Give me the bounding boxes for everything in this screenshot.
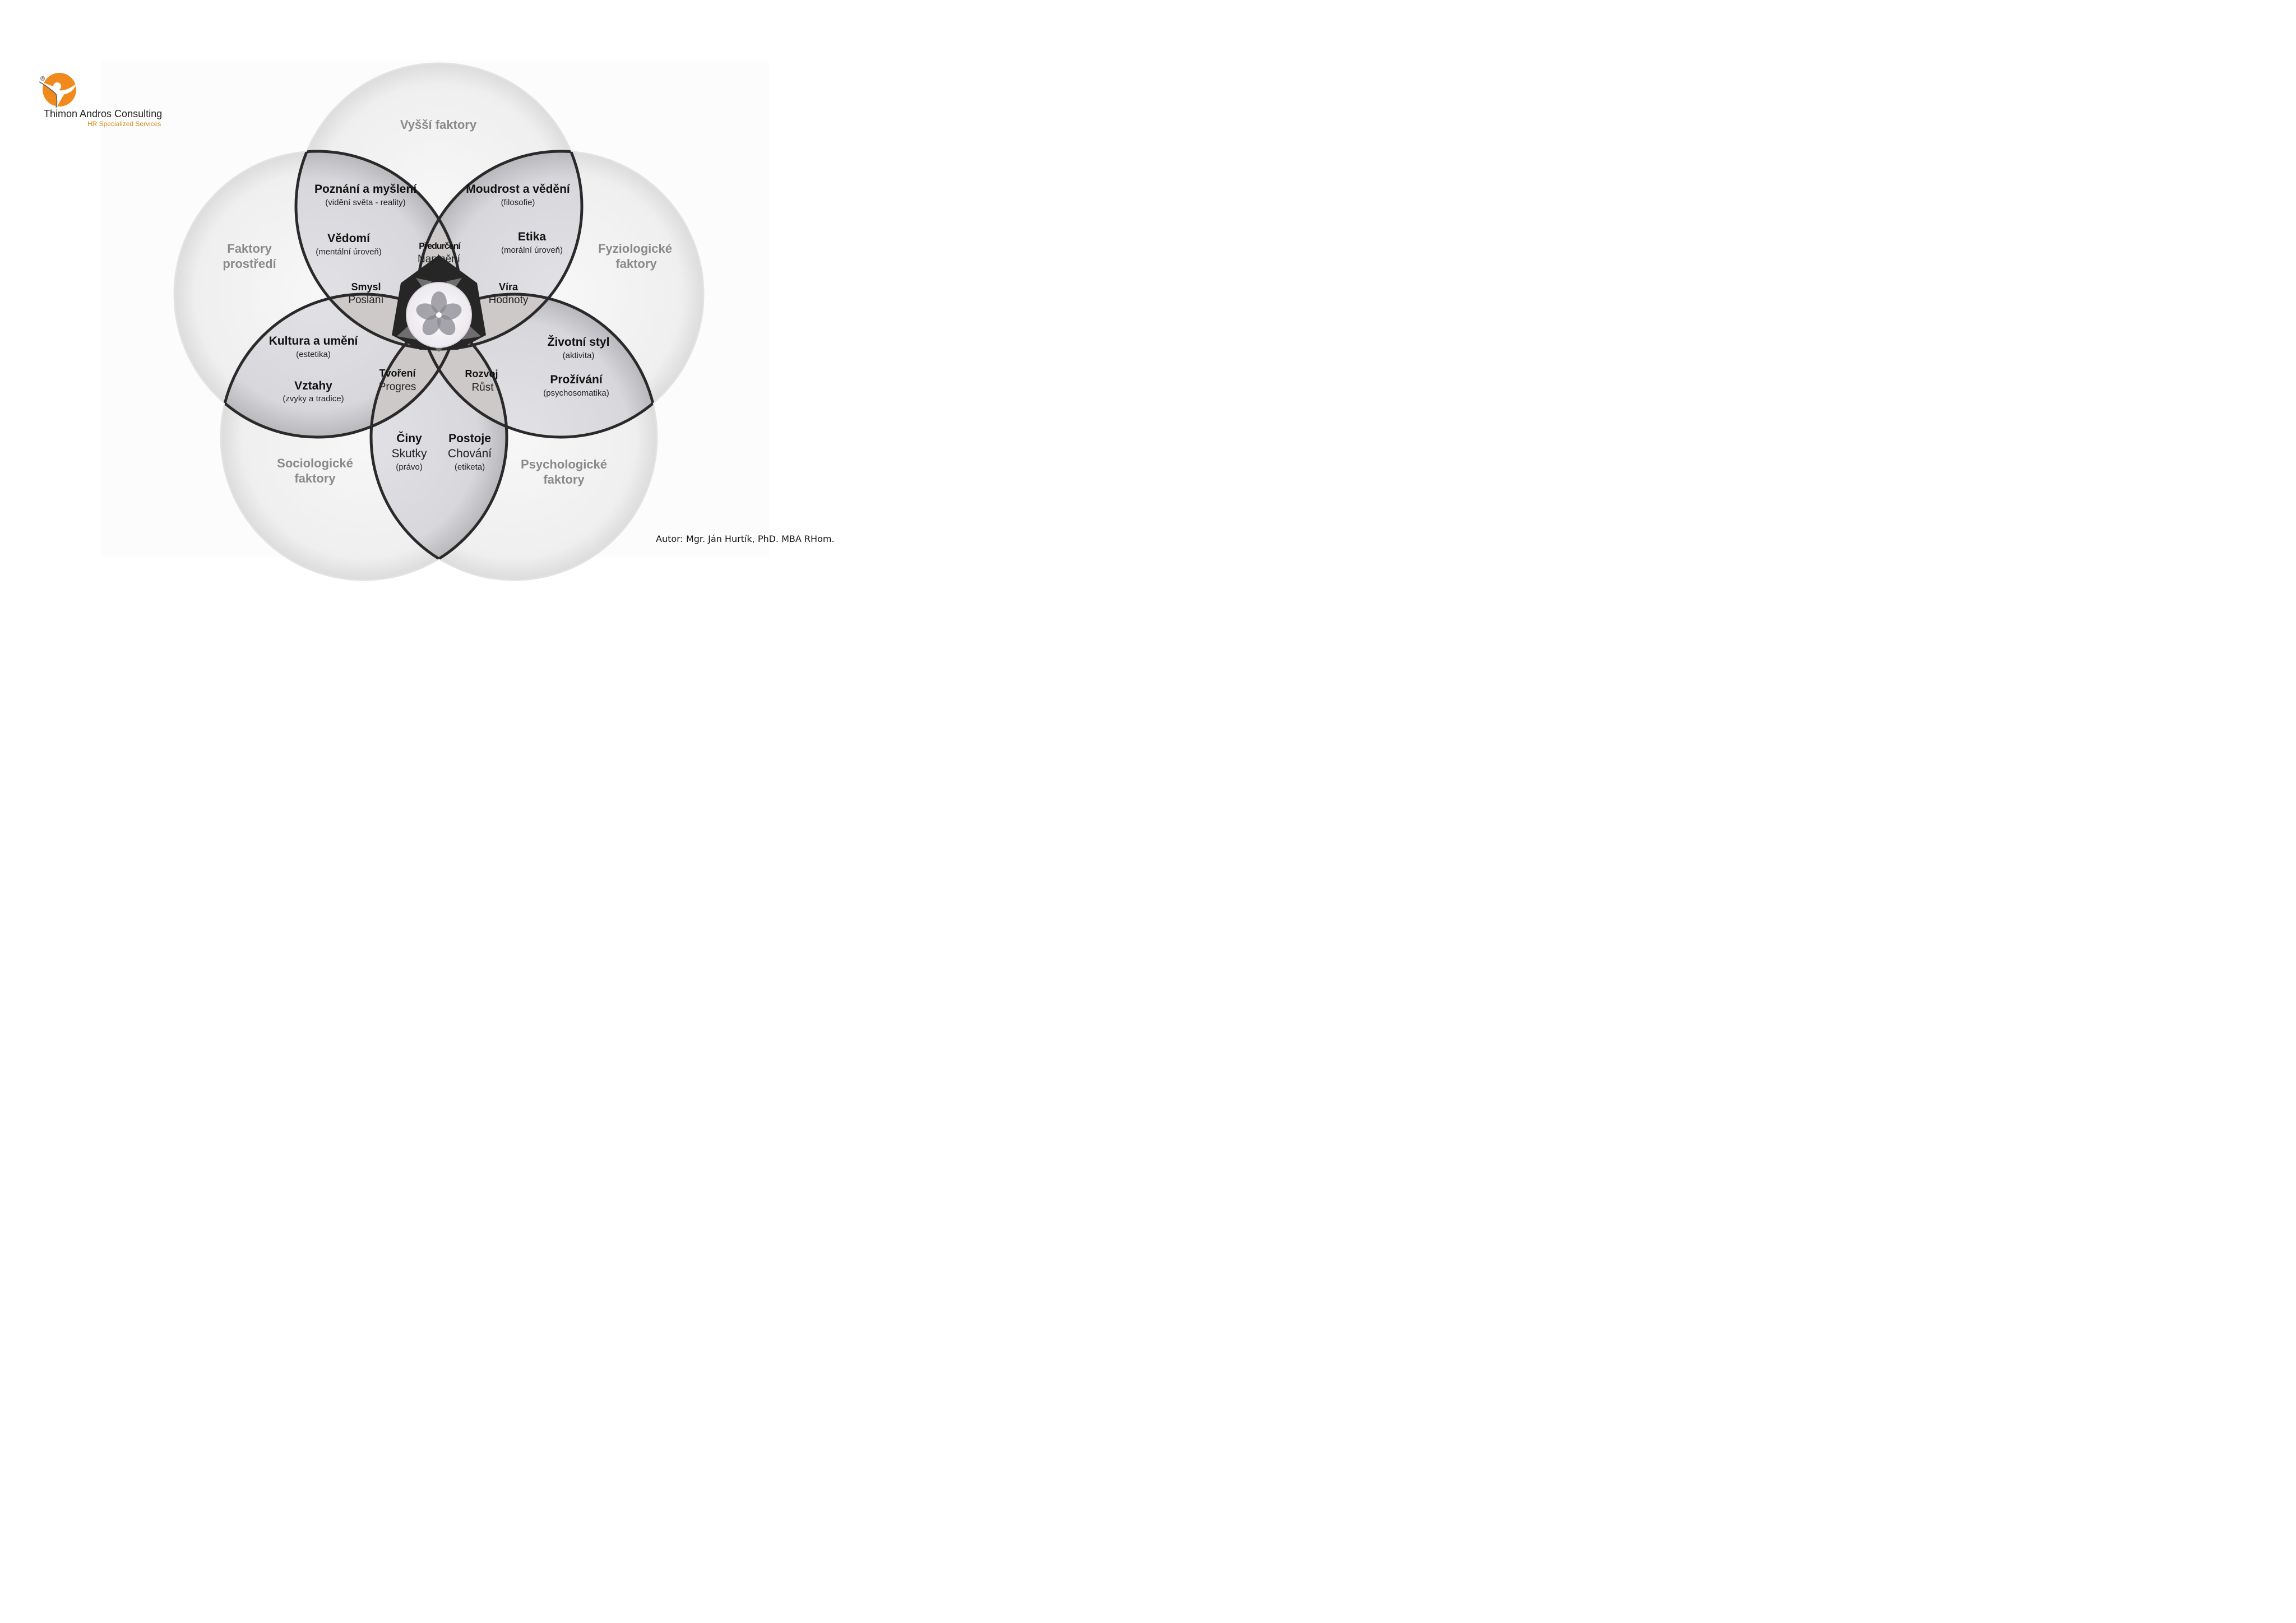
petal-upper-right-sub2: (morální úroveň) [501, 245, 563, 255]
label-psychologicke-line1: Psychologické [521, 457, 607, 471]
petal-upper-left-title1: Poznání a myšlení [314, 183, 417, 196]
label-vyssi-faktory: Vyšší faktory [400, 118, 477, 132]
overlap-lower-right-word: Růst [471, 382, 494, 393]
overlap-lower-left-word: Progres [379, 381, 416, 393]
petal-left-title1: Kultura a umění [269, 335, 359, 347]
petal-bottom-col1-title: Činy [396, 432, 422, 445]
petal-upper-left-sub2: (mentální úroveň) [316, 247, 382, 257]
center-emblem [406, 282, 472, 348]
logo-orange-circle-icon [43, 73, 76, 106]
petal-bottom-col1-word: Skutky [391, 447, 427, 460]
label-fyziologicke-line1: Fyziologické [598, 242, 672, 256]
petal-right-title1: Životní styl [548, 335, 610, 349]
overlap-upper-left-title: Smysl [351, 281, 381, 293]
petal-left-sub1: (estetika) [296, 350, 331, 359]
overlap-top-word: Naplnění [418, 253, 461, 265]
petal-right-sub2: (psychosomatika) [543, 388, 609, 398]
label-psychologicke-line2: faktory [543, 472, 585, 486]
overlap-lower-right-title: Rozvoj [465, 368, 498, 379]
petal-right-sub1: (aktivita) [563, 351, 595, 360]
overlap-lower-left-title: Tvoření [379, 368, 416, 379]
petal-bottom-col2-sub: (etiketa) [455, 462, 485, 472]
overlap-upper-right-word: Hodnoty [489, 294, 529, 306]
petal-upper-right-sub1: (filosofie) [501, 198, 535, 207]
logo-company-name: Thimon Andros Consulting [44, 108, 163, 119]
label-faktory-prostredi-line1: Faktory [227, 242, 272, 256]
petal-upper-right-title2: Etika [518, 230, 547, 243]
petal-upper-left-sub1: (vidění světa - reality) [325, 198, 405, 207]
petal-labels: Poznání a myšlení (vidění světa - realit… [269, 183, 610, 472]
petal-upper-right-title1: Moudrost a vědění [466, 183, 571, 196]
overlap-upper-left-word: Poslání [348, 294, 384, 306]
overlap-top-title: Předurčení [419, 242, 461, 251]
label-fyziologicke-line2: faktory [615, 257, 657, 271]
label-faktory-prostredi-line2: prostředí [223, 257, 276, 271]
petal-right-title2: Prožívání [550, 373, 603, 386]
label-sociologicke-line2: faktory [294, 471, 336, 485]
company-logo: ® [39, 73, 77, 108]
petal-left-title2: Vztahy [294, 379, 332, 392]
logo-tagline: HR Specialized Services [87, 120, 161, 128]
overlap-upper-right-title: Víra [499, 281, 519, 293]
logo-registered-mark: ® [40, 76, 45, 82]
author-credit: Autor: Mgr. Ján Hurtík, PhD. MBA RHom. [656, 534, 835, 544]
petal-bottom-col2-word: Chování [448, 447, 492, 460]
label-sociologicke-line1: Sociologické [277, 456, 353, 470]
petal-upper-left-title2: Vědomí [327, 232, 371, 245]
petal-bottom-col2-title: Postoje [448, 432, 491, 445]
venn-diagram: Vyšší faktory Faktory prostředí Fyziolog… [102, 61, 769, 581]
outer-labels: Vyšší faktory Faktory prostředí Fyziolog… [223, 118, 672, 486]
page: Vyšší faktory Faktory prostředí Fyziolog… [0, 0, 872, 616]
petal-left-sub2: (zvyky a tradice) [283, 394, 344, 404]
overlap-labels: Předurčení Naplnění Smysl Poslání Víra H… [348, 242, 529, 393]
petal-bottom-col1-sub: (právo) [396, 462, 423, 472]
